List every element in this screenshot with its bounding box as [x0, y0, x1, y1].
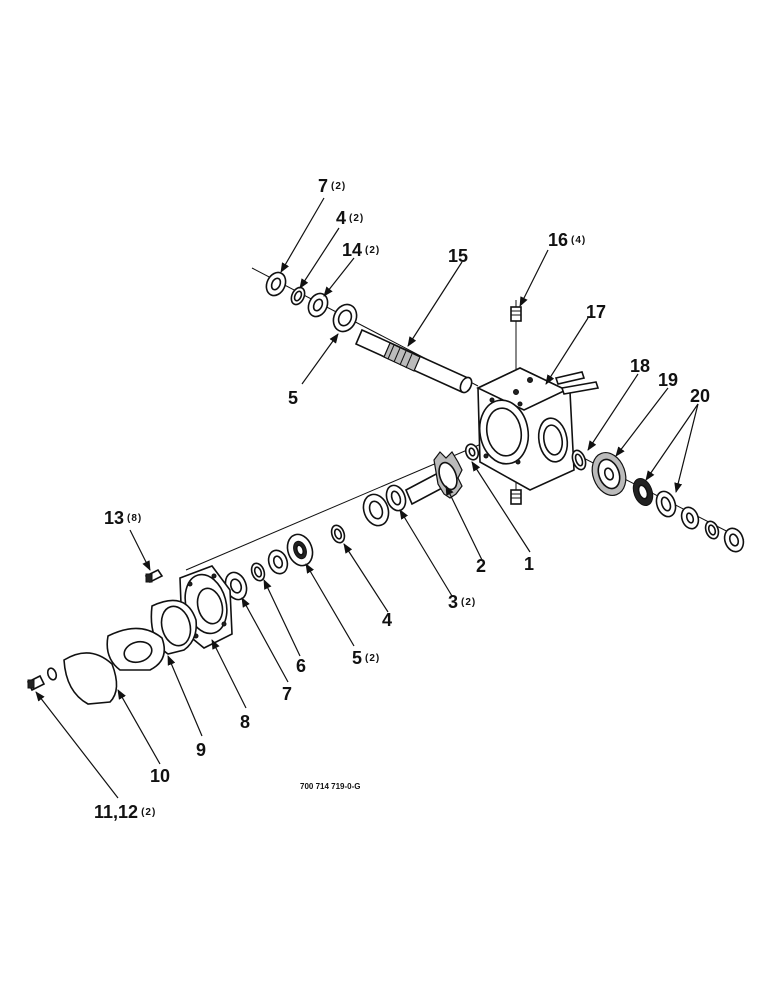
callout-6: 6: [296, 656, 306, 676]
callout-17: 17: [586, 302, 606, 322]
bolt-11: [26, 674, 46, 692]
right-washers: [680, 506, 745, 553]
callout-5: 5(2): [352, 648, 380, 668]
bolt-13: [144, 568, 164, 584]
callout-15: 15: [448, 246, 468, 266]
bevel-gear-19: [591, 452, 627, 496]
callout-7-top: 7(2): [318, 176, 346, 196]
spacer-1: [464, 443, 480, 461]
callout-16: 16(4): [548, 230, 586, 250]
callout-20: 20: [690, 386, 710, 406]
callout-2: 2: [476, 556, 486, 576]
cover-plate-10: [63, 652, 118, 705]
seal-3: [385, 484, 407, 512]
pipe-plug-16-bottom: [510, 489, 522, 505]
callout-labels: 7(2) 4(2) 14(2) 15 16(4) 17 5 18 19 20 1…: [94, 176, 710, 822]
callout-19: 19: [658, 370, 678, 390]
washer-6: [267, 549, 289, 575]
callout-5-top: 5: [288, 388, 298, 408]
callout-4-top: 4(2): [336, 208, 364, 228]
figure-code: 700 714 719-0-G: [300, 782, 361, 791]
pinion-gear-2: [404, 451, 463, 506]
callout-7: 7: [282, 684, 292, 704]
pipe-plug-16-top: [510, 306, 522, 322]
callout-18: 18: [630, 356, 650, 376]
callout-14: 14(2): [342, 240, 380, 260]
snap-ring-6: [250, 562, 266, 582]
upper-washer-7: [265, 271, 287, 297]
callout-11-12: 11,12(2): [94, 802, 156, 822]
callout-10: 10: [150, 766, 170, 786]
callout-3: 3(2): [448, 592, 476, 612]
upper-seal-14: [307, 292, 329, 318]
callout-4: 4: [382, 610, 392, 630]
callout-8: 8: [240, 712, 250, 732]
gearbox-housing-17: [476, 367, 600, 491]
callout-13: 13(8): [104, 508, 142, 528]
gasket-9: [150, 599, 198, 655]
bearing-20: [632, 477, 677, 518]
upper-bearing-5: [332, 303, 358, 333]
snap-ring-4: [330, 524, 346, 544]
bearing-5-lower-b: [286, 533, 314, 567]
callout-9: 9: [196, 740, 206, 760]
input-shaft-15: [354, 328, 473, 394]
gasket-10: [106, 627, 166, 671]
snap-ring-18: [571, 449, 587, 471]
leader-lines: [35, 197, 699, 799]
washer-12: [46, 667, 58, 681]
callout-1: 1: [524, 554, 534, 574]
bearing-5-lower-a: [362, 493, 390, 527]
